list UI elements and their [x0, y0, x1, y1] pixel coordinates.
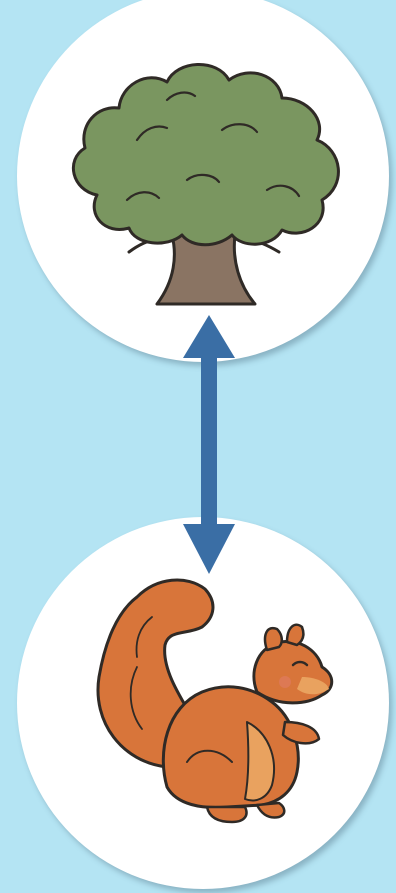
squirrel-icon	[96, 578, 334, 824]
arrow-shaft	[201, 356, 217, 526]
squirrel-node	[17, 517, 389, 889]
tree-icon	[72, 63, 340, 306]
tree-node	[17, 0, 389, 362]
arrow-head-up	[183, 315, 235, 358]
arrow-head-down	[183, 524, 235, 574]
